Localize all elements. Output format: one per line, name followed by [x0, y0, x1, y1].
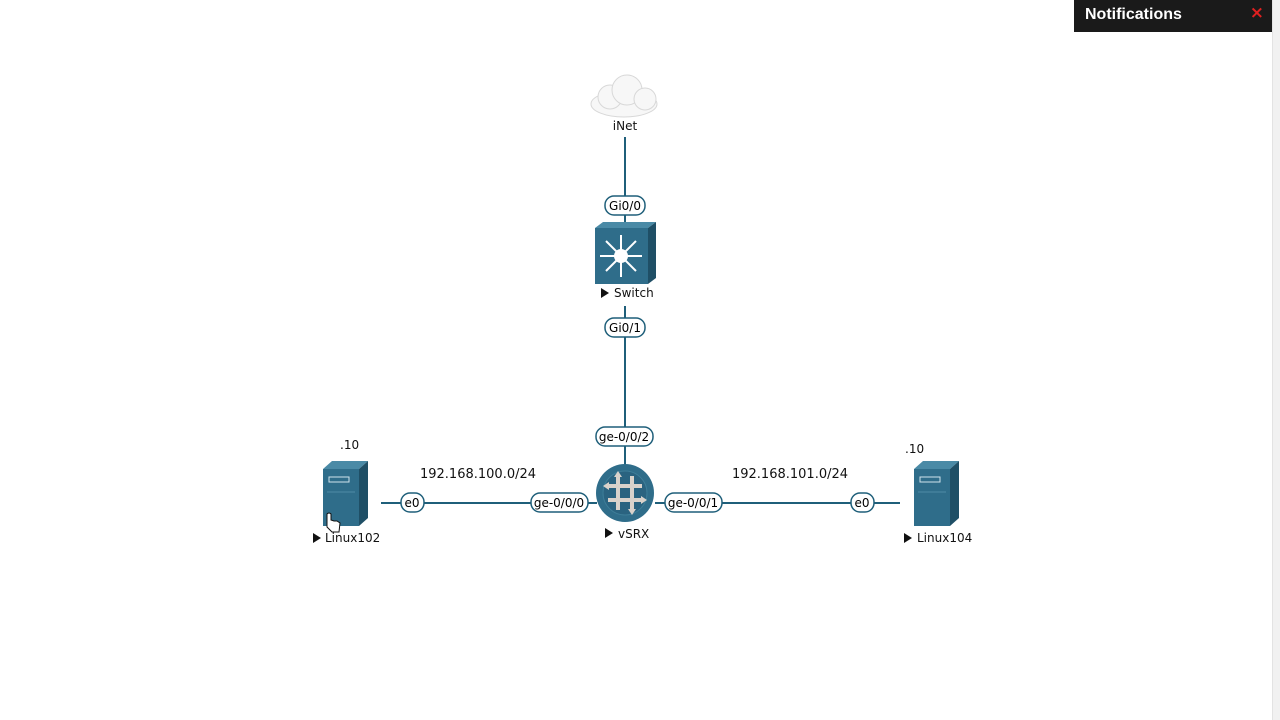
node-switch[interactable]: Switch: [595, 222, 656, 300]
node-linux102[interactable]: .10 Linux102: [313, 438, 380, 545]
port-label-gi00[interactable]: Gi0/0: [604, 195, 646, 216]
notifications-panel: Notifications ×: [1074, 0, 1272, 32]
node-label-linux102: Linux102: [325, 531, 380, 545]
port-label-linux104-e0[interactable]: e0: [850, 492, 875, 513]
node-vsrx[interactable]: vSRX: [596, 464, 654, 541]
port-label-ge002[interactable]: ge-0/0/2: [595, 426, 654, 447]
port-label-text: Gi0/0: [609, 199, 641, 213]
cloud-icon: [590, 74, 658, 118]
close-icon[interactable]: ×: [1249, 3, 1264, 23]
firewall-router-icon: [596, 464, 654, 522]
start-node-icon[interactable]: [601, 288, 609, 298]
vertical-scrollbar[interactable]: [1272, 0, 1280, 720]
port-label-ge001[interactable]: ge-0/0/1: [664, 492, 723, 513]
port-label-text: Gi0/1: [609, 321, 641, 335]
ip-suffix-linux102: .10: [340, 438, 359, 452]
server-icon: [914, 461, 959, 526]
node-inet[interactable]: iNet: [590, 74, 658, 133]
port-label-text: e0: [404, 496, 419, 510]
notifications-title: Notifications: [1085, 6, 1182, 23]
network-label-left: 192.168.100.0/24: [420, 467, 536, 482]
start-node-icon[interactable]: [904, 533, 912, 543]
node-label-vsrx: vSRX: [618, 527, 649, 541]
hand-cursor-icon: [326, 512, 341, 533]
network-label-right: 192.168.101.0/24: [732, 467, 848, 482]
node-label-switch: Switch: [614, 286, 654, 300]
port-label-gi01[interactable]: Gi0/1: [604, 317, 646, 338]
node-label-linux104: Linux104: [917, 531, 972, 545]
node-label-inet: iNet: [613, 119, 638, 133]
port-label-text: ge-0/0/0: [534, 496, 584, 510]
start-node-icon[interactable]: [313, 533, 321, 543]
port-label-text: e0: [854, 496, 869, 510]
port-label-ge000[interactable]: ge-0/0/0: [530, 492, 589, 513]
port-label-text: ge-0/0/2: [599, 430, 649, 444]
port-label-text: ge-0/0/1: [668, 496, 718, 510]
switch-icon: [595, 222, 656, 284]
node-linux104[interactable]: .10 Linux104: [904, 442, 972, 545]
ip-suffix-linux104: .10: [905, 442, 924, 456]
port-label-linux102-e0[interactable]: e0: [400, 492, 425, 513]
start-node-icon[interactable]: [605, 528, 613, 538]
